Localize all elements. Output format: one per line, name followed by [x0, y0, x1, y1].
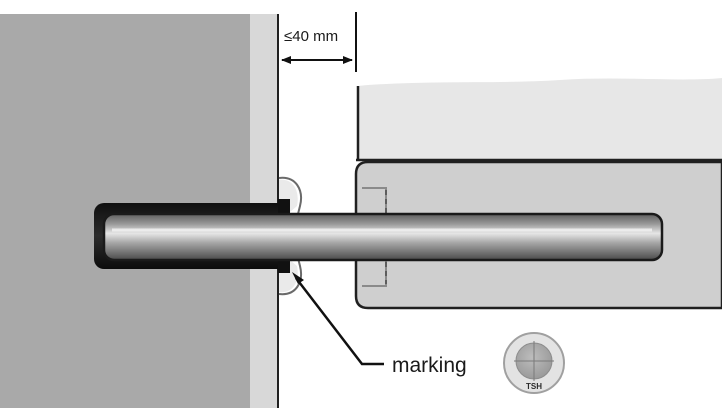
badge-text: TSH: [526, 382, 542, 391]
slab: [354, 78, 722, 310]
marking-callout: marking: [292, 272, 467, 377]
bar-body: [102, 212, 664, 262]
marking-label: marking: [392, 354, 467, 377]
gasket-shape: [278, 176, 302, 296]
dimension-label: ≤40 mm: [284, 28, 338, 45]
dowel-bar: [102, 212, 664, 262]
tsh-marking-badge: TSH: [503, 332, 565, 394]
slab-top-layer: [358, 78, 722, 160]
dimension-gap: ≤40 mm: [281, 12, 357, 72]
marking-leader-line: [295, 277, 384, 366]
marking-leader-arrowhead: [292, 272, 304, 284]
